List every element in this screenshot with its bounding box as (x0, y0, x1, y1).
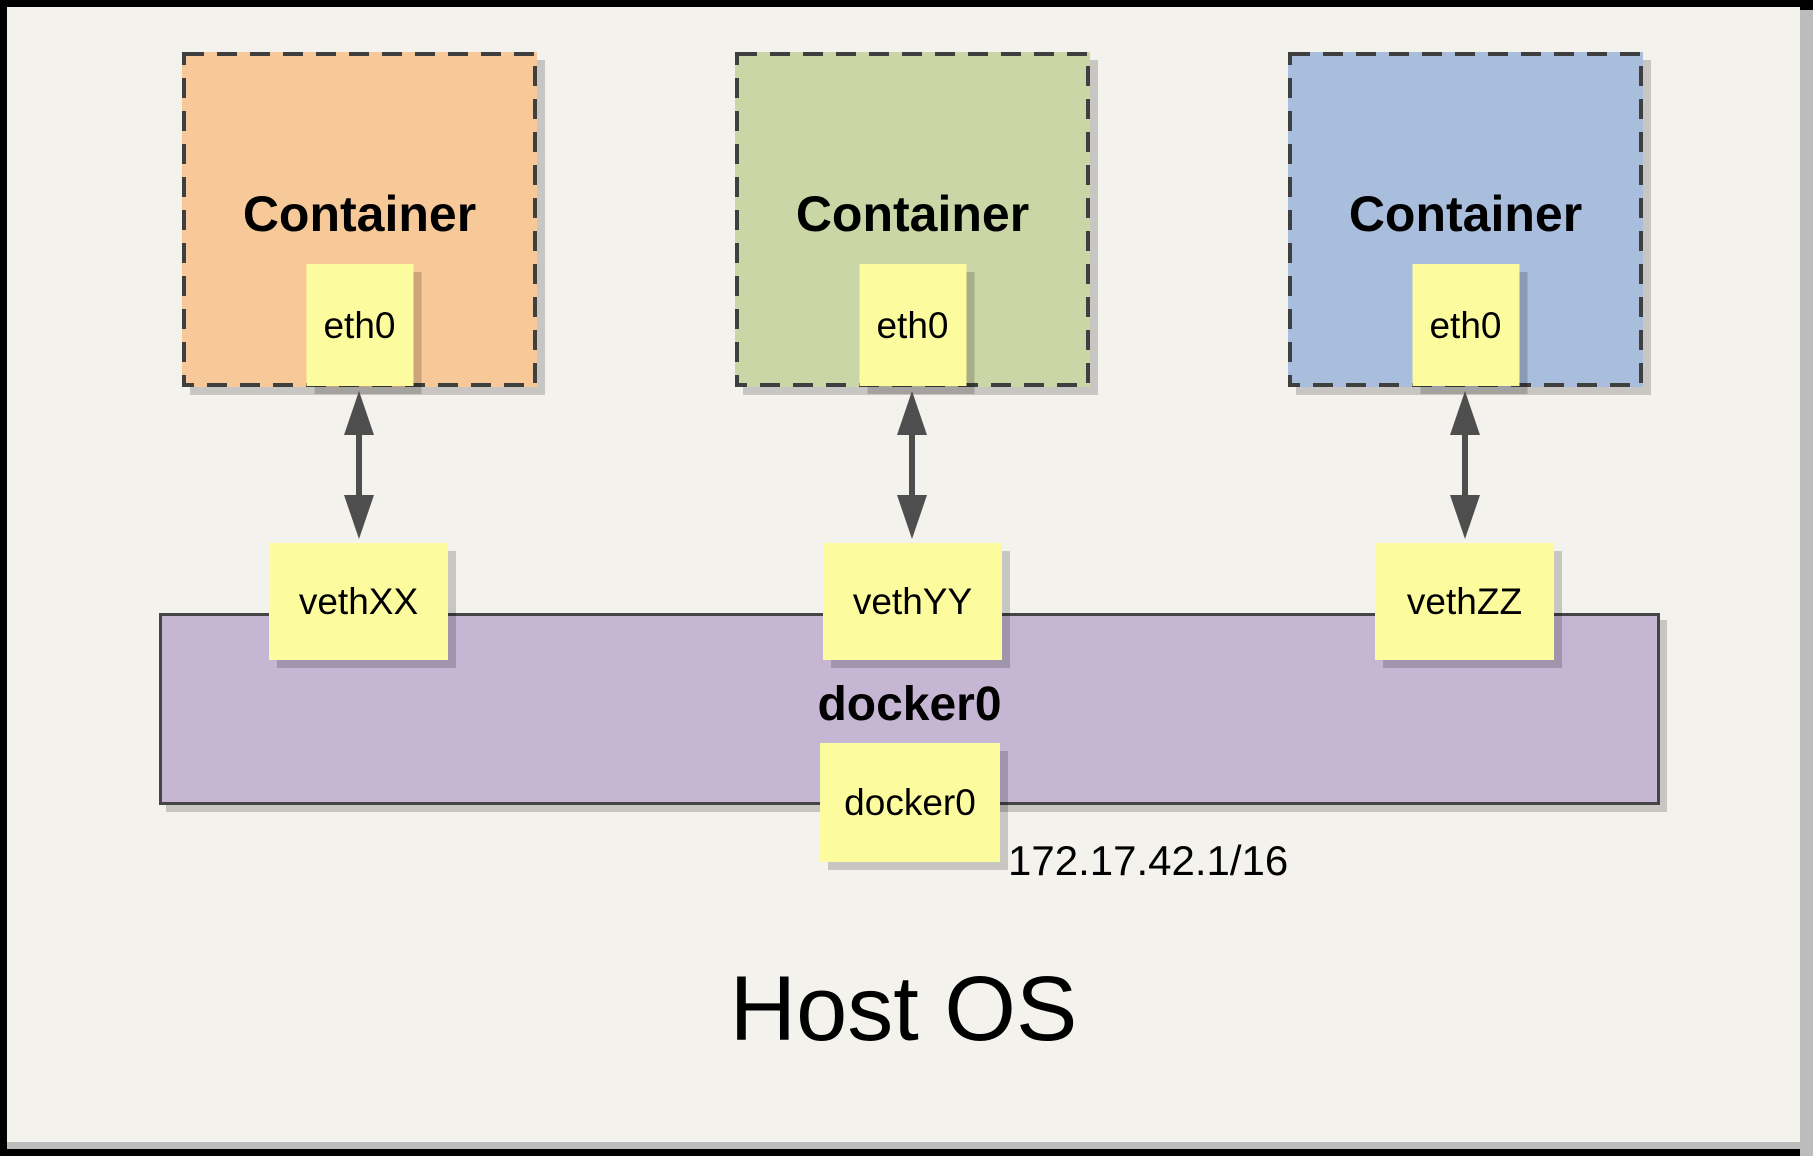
bidirectional-arrow-3 (1450, 391, 1480, 539)
docker0-interface-box: docker0 (820, 743, 1000, 862)
bidirectional-arrow-1 (344, 391, 374, 539)
veth-box-3: vethZZ (1375, 543, 1554, 660)
veth-label: vethXX (298, 581, 419, 622)
dashed-border (735, 52, 1090, 387)
arrow-shaft (1462, 423, 1468, 507)
veth-label: vethZZ (1406, 581, 1523, 622)
container-title: Container (1348, 186, 1583, 242)
veth-label: vethYY (852, 581, 973, 622)
container-title: Container (242, 186, 477, 242)
host-os-label: Host OS (729, 958, 1078, 1060)
eth0-label: eth0 (323, 304, 396, 346)
docker0-interface-label: docker0 (844, 782, 976, 823)
veth-box-2: vethYY (823, 543, 1002, 660)
bidirectional-arrow-2 (897, 391, 927, 539)
eth0-interface-box: eth0 (306, 264, 413, 386)
dashed-border (1288, 52, 1643, 387)
arrow-shaft (909, 423, 915, 507)
eth0-label: eth0 (1429, 304, 1502, 346)
docker0-bridge-label: docker0 (817, 678, 1002, 731)
bridge-ip-address: 172.17.42.1/16 (1008, 837, 1289, 884)
dashed-border (182, 52, 537, 387)
container-box-3: Container eth0 (1288, 52, 1643, 387)
container-title: Container (795, 186, 1030, 242)
frame-shadow-right (1800, 10, 1813, 1156)
container-box-2: Container eth0 (735, 52, 1090, 387)
frame-shadow-bottom (7, 1142, 1813, 1149)
eth0-interface-box: eth0 (1412, 264, 1519, 386)
eth0-interface-box: eth0 (859, 264, 966, 386)
container-box-1: Container eth0 (182, 52, 537, 387)
arrow-shaft (356, 423, 362, 507)
eth0-label: eth0 (876, 304, 949, 346)
veth-box-1: vethXX (269, 543, 448, 660)
